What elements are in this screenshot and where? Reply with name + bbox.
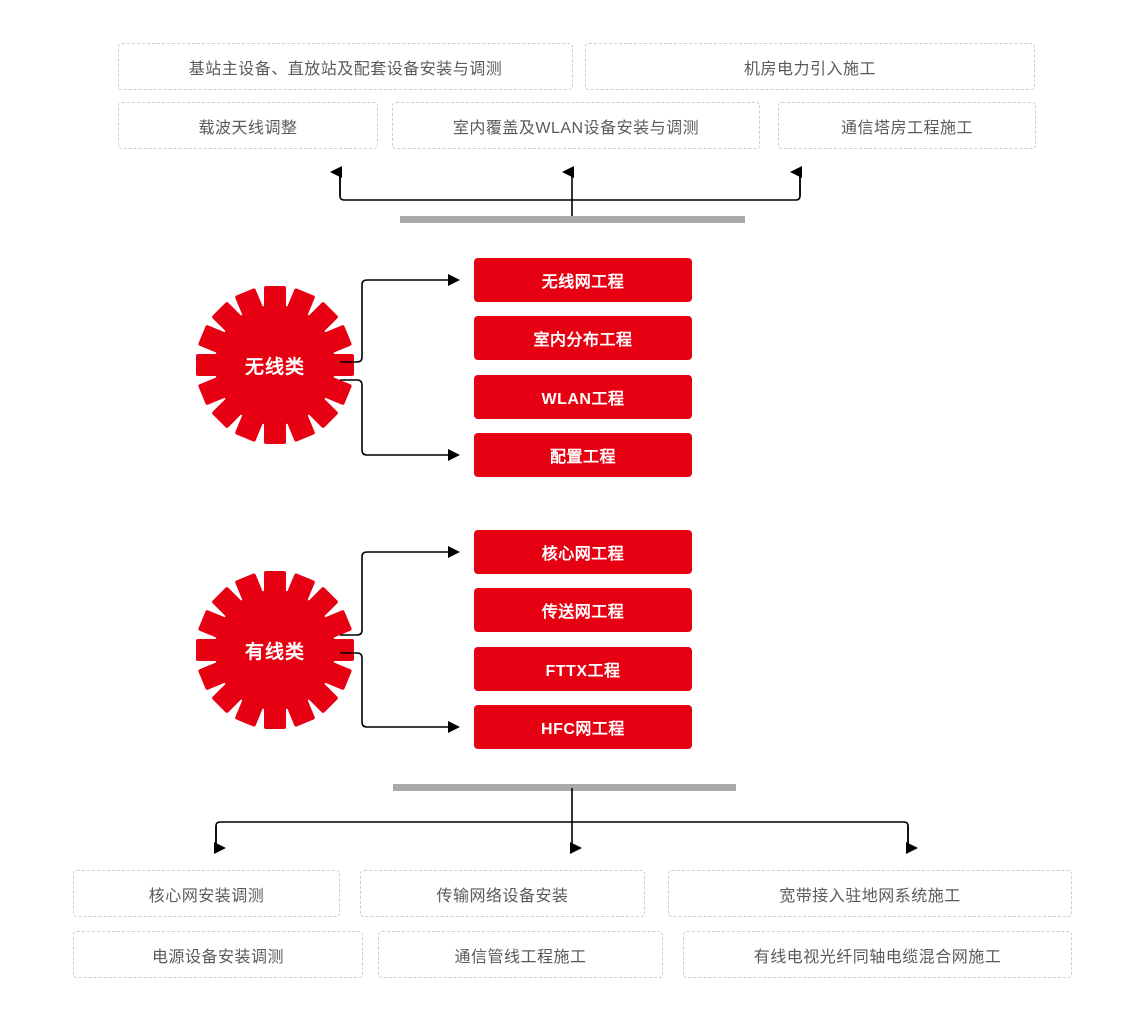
engineering-box-label: 无线网工程 (541, 274, 625, 291)
bottom-output-label: 宽带接入驻地网系统施工 (779, 887, 961, 905)
gear-icon (196, 286, 354, 444)
bottom-separator-bar (393, 784, 736, 791)
engineering-box-wired-1[interactable]: 核心网工程 (474, 530, 692, 574)
bottom-output-box-3[interactable]: 宽带接入驻地网系统施工 (668, 870, 1072, 917)
top-output-box-1[interactable]: 基站主设备、直放站及配套设备安装与调测 (118, 43, 573, 90)
engineering-box-label: FTTX工程 (545, 663, 621, 680)
bottom-output-label: 电源设备安装调测 (151, 948, 284, 966)
top-output-label: 基站主设备、直放站及配套设备安装与调测 (188, 60, 503, 78)
engineering-box-label: 配置工程 (549, 449, 616, 466)
engineering-box-wireless-1[interactable]: 无线网工程 (474, 258, 692, 302)
bottom-output-label: 有线电视光纤同轴电缆混合网施工 (753, 948, 1002, 966)
connector-wireless-bottom (340, 379, 460, 461)
engineering-box-label: 核心网工程 (541, 546, 625, 563)
top-output-box-2[interactable]: 机房电力引入施工 (585, 43, 1035, 90)
connector-wired-top (340, 546, 460, 636)
bottom-output-box-6[interactable]: 有线电视光纤同轴电缆混合网施工 (683, 931, 1072, 978)
engineering-box-label: HFC网工程 (541, 721, 625, 738)
gear-node-wired[interactable]: 有线类 (195, 570, 355, 730)
bottom-output-box-1[interactable]: 核心网安装调测 (73, 870, 340, 917)
bottom-output-label: 传输网络设备安装 (436, 887, 569, 905)
top-output-label: 机房电力引入施工 (743, 60, 876, 78)
top-separator-bar (400, 216, 745, 223)
engineering-box-wired-4[interactable]: HFC网工程 (474, 705, 692, 749)
connector-top-spine (339, 172, 801, 201)
connector-wireless-top (340, 274, 460, 363)
engineering-box-wireless-2[interactable]: 室内分布工程 (474, 316, 692, 360)
engineering-box-wired-2[interactable]: 传送网工程 (474, 588, 692, 632)
bottom-output-label: 通信管线工程施工 (454, 948, 587, 966)
bottom-output-box-2[interactable]: 传输网络设备安装 (360, 870, 645, 917)
engineering-box-label: 室内分布工程 (533, 332, 633, 349)
engineering-box-wireless-4[interactable]: 配置工程 (474, 433, 692, 477)
top-output-box-4[interactable]: 室内覆盖及WLAN设备安装与调测 (392, 102, 760, 149)
engineering-box-label: 传送网工程 (541, 604, 625, 621)
bottom-output-box-5[interactable]: 通信管线工程施工 (378, 931, 663, 978)
top-output-label: 室内覆盖及WLAN设备安装与调测 (452, 119, 700, 137)
gear-node-wireless[interactable]: 无线类 (195, 285, 355, 445)
engineering-box-label: WLAN工程 (541, 391, 625, 408)
top-output-box-3[interactable]: 载波天线调整 (118, 102, 378, 149)
top-output-box-5[interactable]: 通信塔房工程施工 (778, 102, 1036, 149)
top-output-label: 载波天线调整 (198, 119, 298, 137)
engineering-box-wireless-3[interactable]: WLAN工程 (474, 375, 692, 419)
top-output-label: 通信塔房工程施工 (840, 119, 973, 137)
engineering-box-wired-3[interactable]: FTTX工程 (474, 647, 692, 691)
connector-bottom-spine (215, 821, 909, 848)
connector-wired-bottom (340, 652, 460, 733)
bottom-output-box-4[interactable]: 电源设备安装调测 (73, 931, 363, 978)
bottom-output-label: 核心网安装调测 (148, 887, 265, 905)
gear-icon (196, 571, 354, 729)
